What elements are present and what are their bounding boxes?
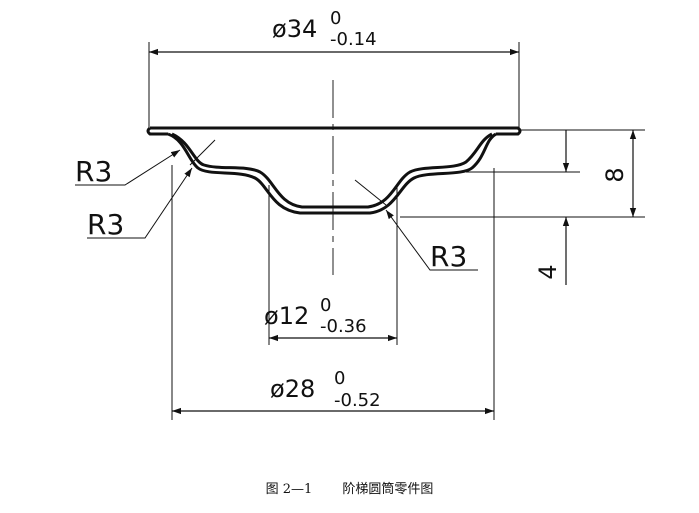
dim-height-8: 8 <box>601 167 629 182</box>
radius-label-3: R3 <box>430 240 467 273</box>
dim-mid-upper: 0 <box>320 295 331 316</box>
extension-lines <box>148 42 645 420</box>
dim-mid-lower: -0.36 <box>320 316 367 337</box>
caption-title: 阶梯圆筒零件图 <box>342 482 434 497</box>
part-profile <box>146 126 522 215</box>
figure-caption: 图 2—1 阶梯圆筒零件图 <box>0 478 699 497</box>
dim-top-upper: 0 <box>330 8 341 29</box>
radius-leaders <box>75 139 478 271</box>
dim-top-lower: -0.14 <box>330 29 377 50</box>
dim-height-4: 4 <box>534 264 562 279</box>
dim-top-nominal: ø34 <box>272 15 317 43</box>
dim-mid-nominal: ø12 <box>264 302 309 330</box>
radius-label-2: R3 <box>87 208 124 241</box>
radius-label-1: R3 <box>75 155 112 188</box>
dim-bottom-nominal: ø28 <box>270 375 315 403</box>
dim-bottom-lower: -0.52 <box>334 390 381 411</box>
caption-number: 图 2—1 <box>265 482 313 497</box>
dim-bottom-upper: 0 <box>334 368 345 389</box>
